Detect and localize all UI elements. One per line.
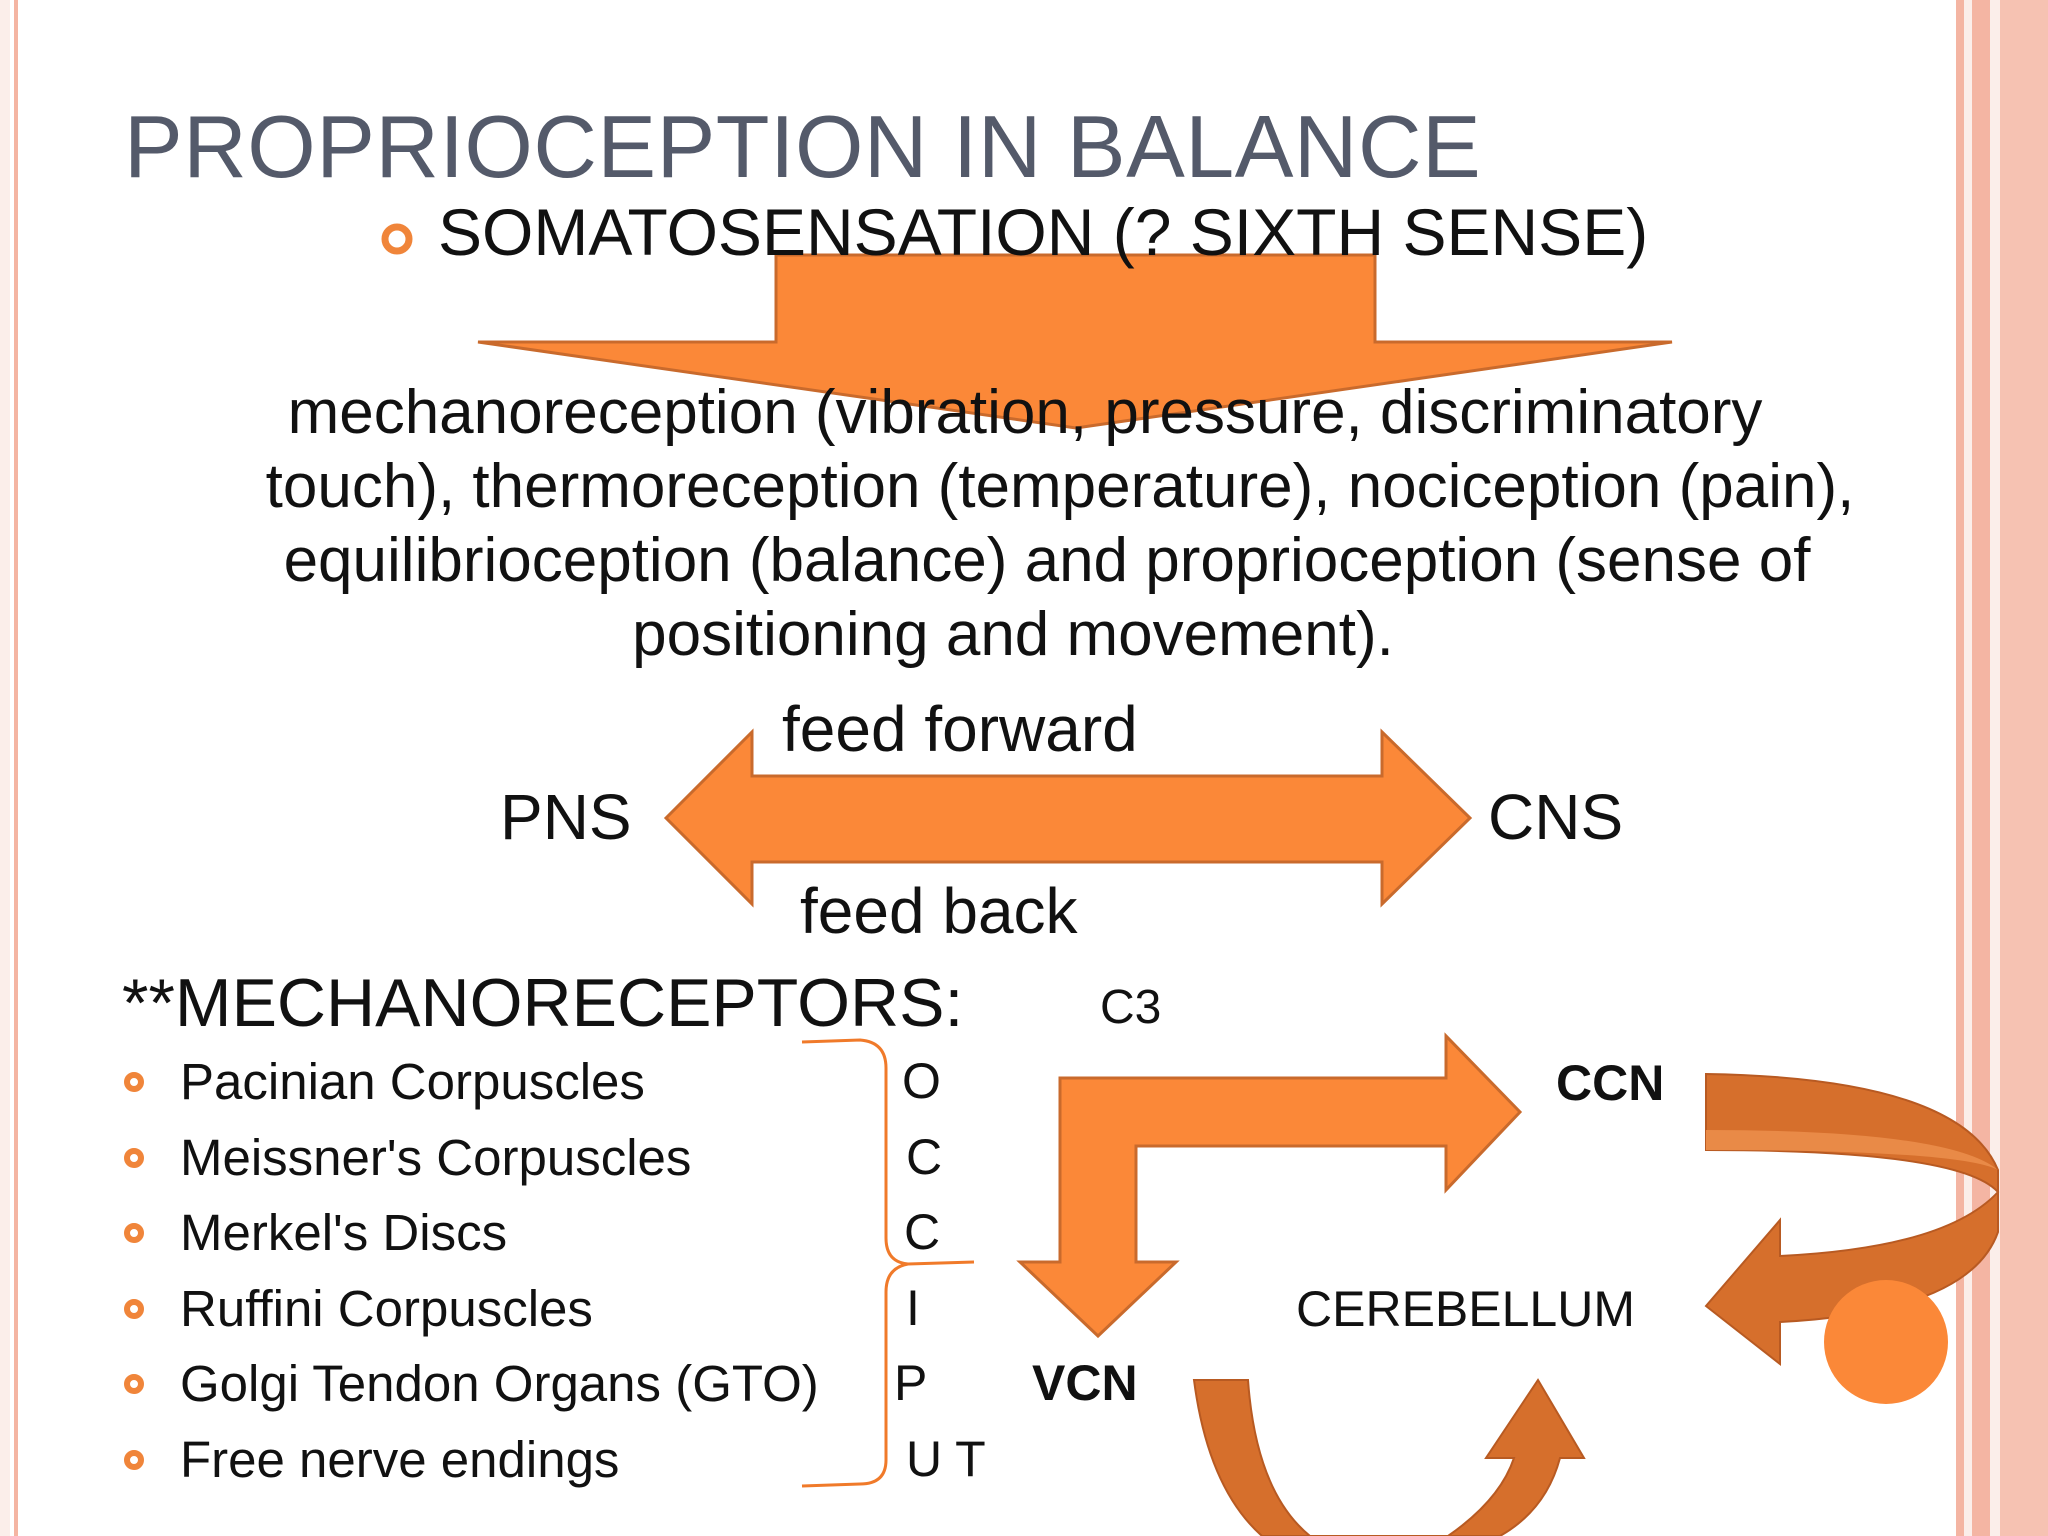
list-item: Pacinian Corpuscles xyxy=(124,1052,645,1111)
list-item-label: Free nerve endings xyxy=(180,1431,620,1488)
list-item-label: Pacinian Corpuscles xyxy=(180,1053,645,1110)
big-down-arrow xyxy=(477,253,1673,430)
feed-forward-label: feed forward xyxy=(782,693,1138,765)
list-item-label: Golgi Tendon Organs (GTO) xyxy=(180,1355,819,1412)
receptor-bracket xyxy=(801,1038,975,1488)
bracket-letter: O xyxy=(902,1053,941,1109)
list-item: Golgi Tendon Organs (GTO) xyxy=(124,1354,819,1413)
list-item-label: Ruffini Corpuscles xyxy=(180,1280,593,1337)
circle-bullet-icon xyxy=(124,1222,144,1243)
bracket-letter: U T xyxy=(906,1431,986,1487)
somatosensation-description: mechanoreception (vibration, pressure, d… xyxy=(160,376,1960,672)
curved-arrow-highlight xyxy=(1706,1130,1998,1170)
list-item: Merkel's Discs xyxy=(124,1203,507,1262)
bracket-letter: C xyxy=(904,1204,941,1260)
u-turn-arrow xyxy=(1192,1378,1586,1536)
bracket-letter: C xyxy=(906,1129,943,1185)
cerebellum-label: CEREBELLUM xyxy=(1296,1281,1635,1337)
double-arrow-pns-cns xyxy=(663,728,1473,908)
paragraph-line: mechanoreception (vibration, pressure, d… xyxy=(287,378,1763,447)
right-border-band-2 xyxy=(1972,0,1990,1536)
list-item-label: Meissner's Corpuscles xyxy=(180,1129,692,1186)
slide-title: PROPRIOCEPTION IN BALANCE xyxy=(124,97,1482,196)
circle-bullet-icon xyxy=(124,1449,144,1470)
circle-bullet-icon xyxy=(381,223,413,255)
left-border-line xyxy=(14,0,18,1536)
mechanoreceptors-heading: **MECHANORECEPTORS: xyxy=(122,965,964,1041)
paragraph-line: positioning and movement). xyxy=(632,600,1394,669)
vcn-label: VCN xyxy=(1032,1355,1138,1411)
list-item: Meissner's Corpuscles xyxy=(124,1128,691,1187)
list-item-label: Merkel's Discs xyxy=(180,1204,508,1261)
circle-bullet-icon xyxy=(124,1147,144,1168)
c3-label: C3 xyxy=(1100,981,1162,1034)
paragraph-line: touch), thermoreception (temperature), n… xyxy=(265,452,1855,521)
paragraph-line: equilibrioception (balance) and proprioc… xyxy=(283,526,1811,595)
subheading: SOMATOSENSATION (? SIXTH SENSE) xyxy=(438,195,1649,269)
bent-arrow-ccn-vcn xyxy=(1016,1032,1523,1339)
decorative-circle xyxy=(1824,1280,1948,1404)
list-item: Ruffini Corpuscles xyxy=(124,1279,593,1338)
bracket-letter: I xyxy=(906,1280,920,1336)
circle-bullet-icon xyxy=(124,1298,144,1319)
circle-bullet-icon xyxy=(124,1373,144,1394)
feed-back-label: feed back xyxy=(800,875,1078,947)
right-border-band-3 xyxy=(2000,0,2048,1536)
ccn-label: CCN xyxy=(1556,1055,1665,1111)
list-item: Free nerve endings xyxy=(124,1430,619,1489)
cns-label: CNS xyxy=(1488,781,1624,853)
bracket-letter: P xyxy=(894,1355,928,1411)
right-border-band-1 xyxy=(1956,0,1964,1536)
pns-label: PNS xyxy=(500,781,632,853)
circle-bullet-icon xyxy=(124,1071,144,1092)
